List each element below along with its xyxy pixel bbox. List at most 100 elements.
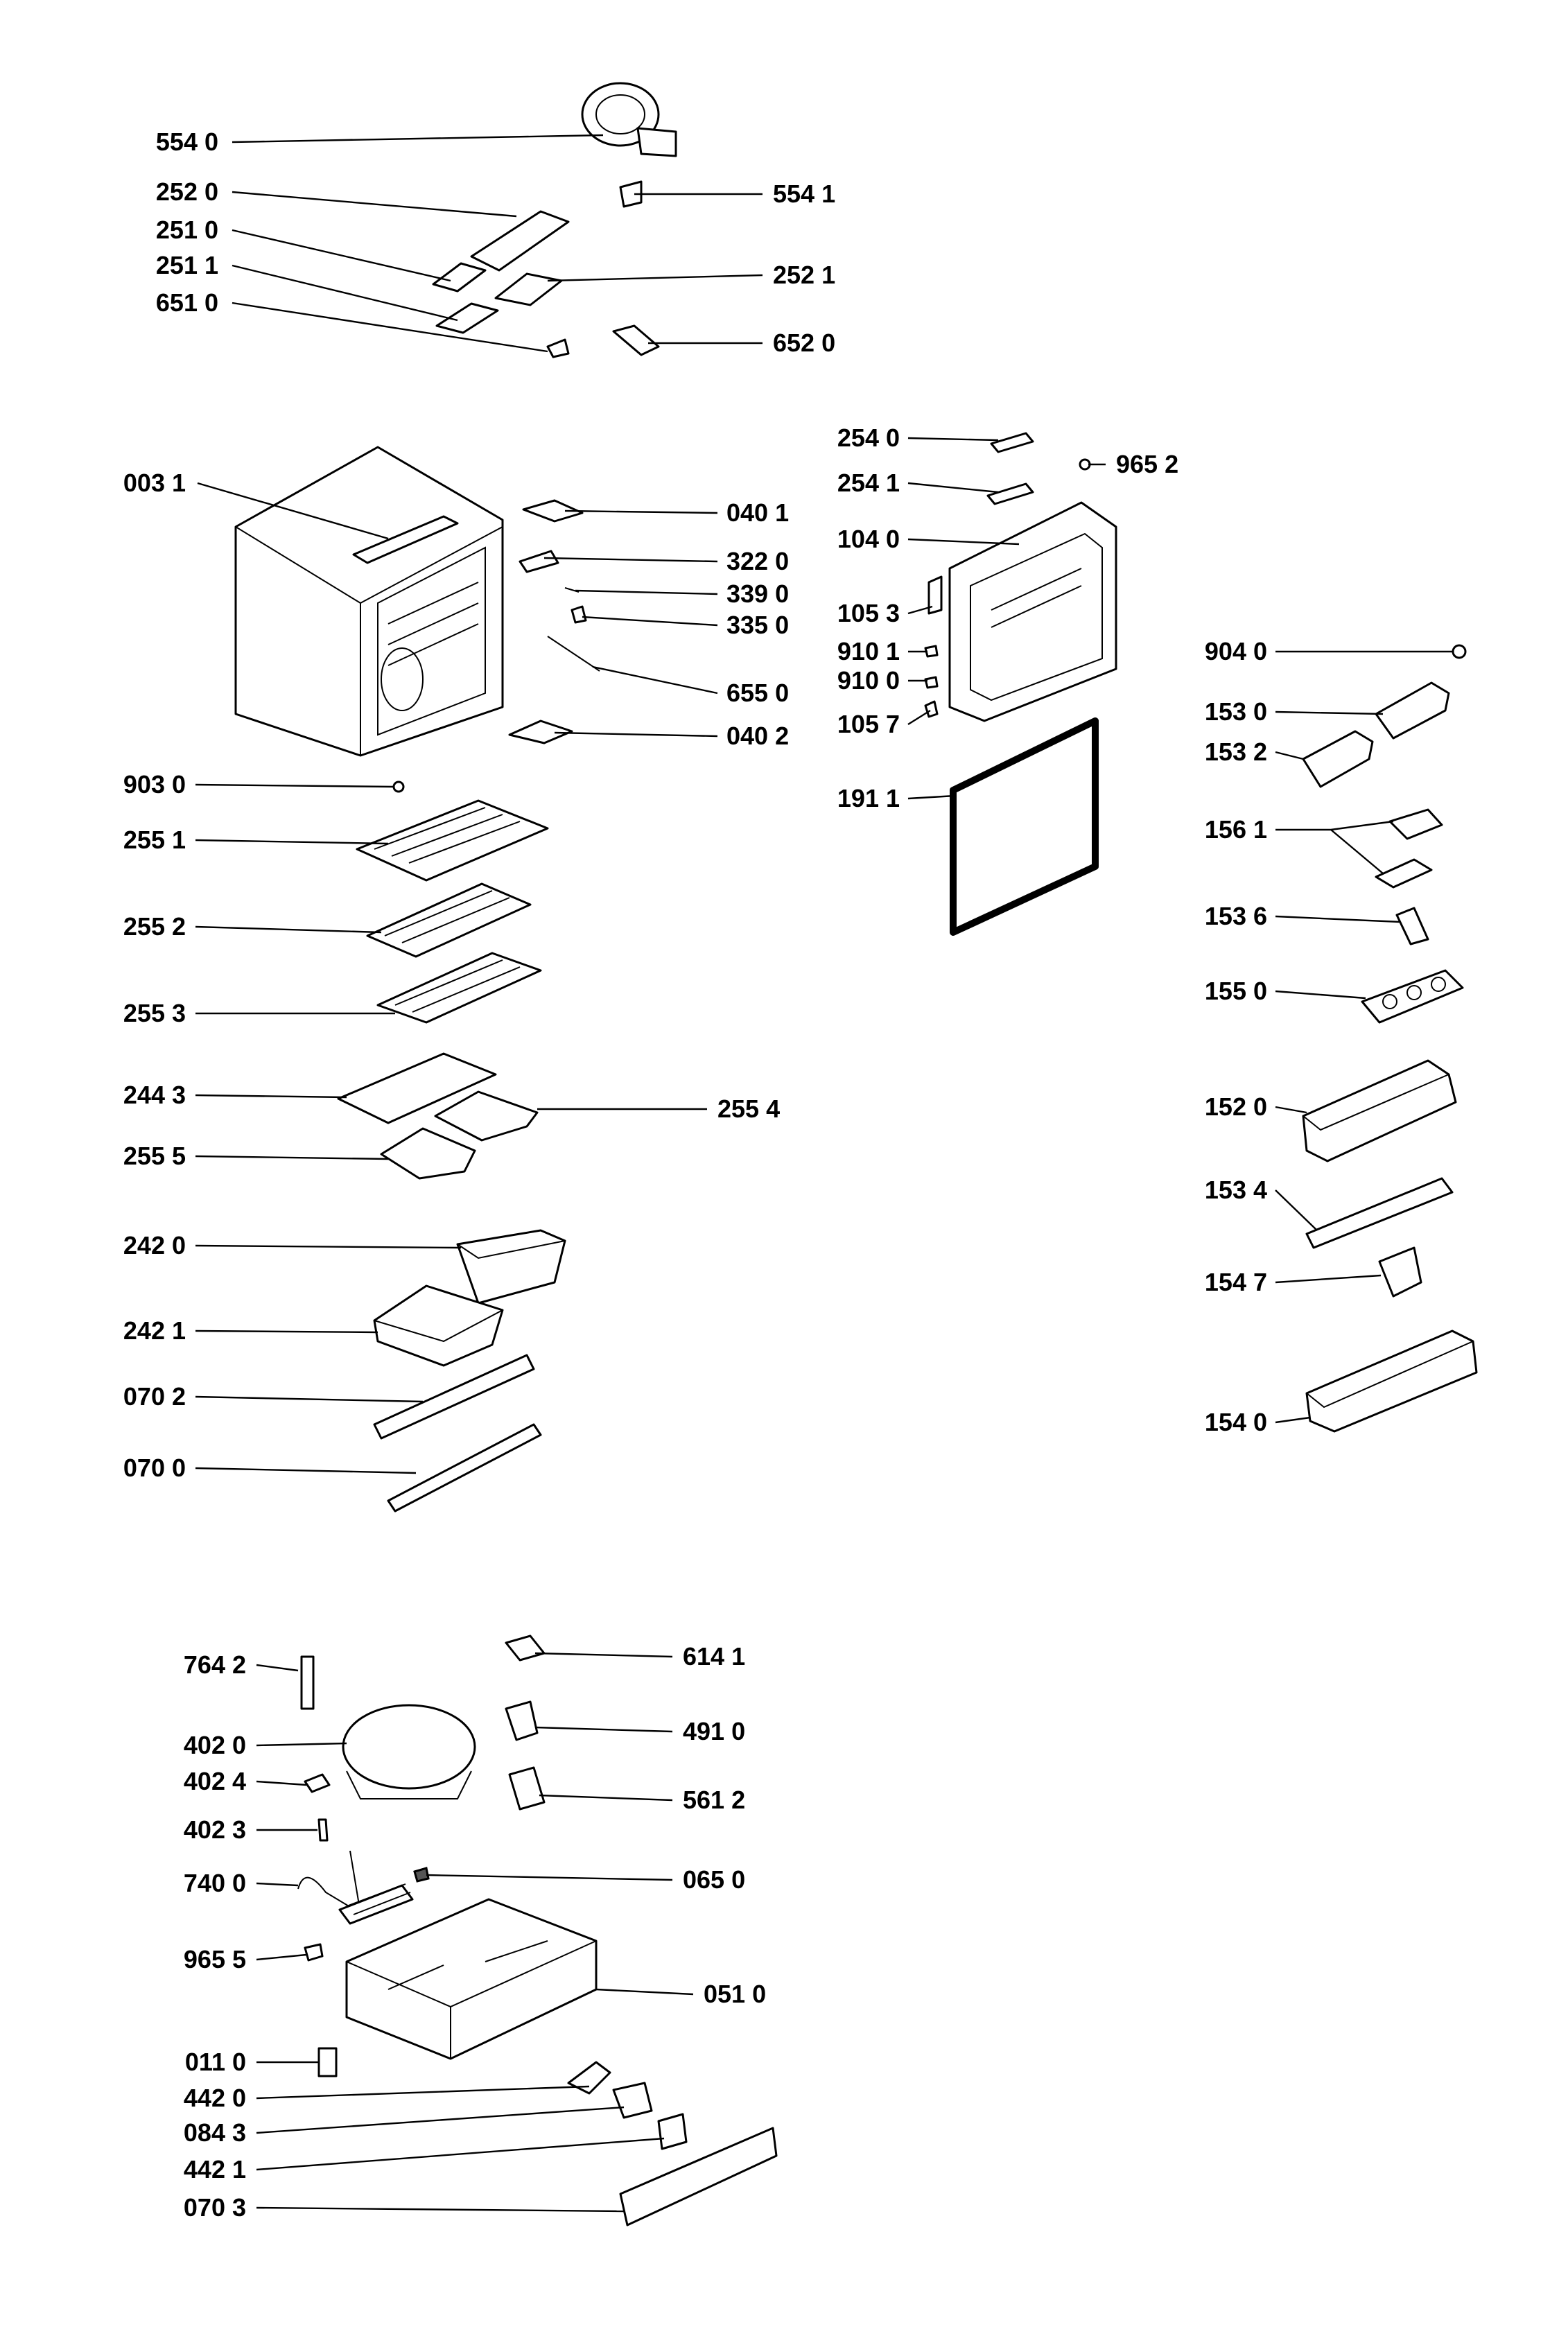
callout-2541: 254 1 [837, 469, 900, 497]
callout-1053: 105 3 [837, 599, 900, 627]
starter-part-4910 [505, 1700, 539, 1741]
callout-1547: 154 7 [1205, 1268, 1267, 1296]
bracket-part-2555 [380, 1127, 476, 1180]
callout-5541: 554 1 [773, 180, 835, 208]
callout-0650: 065 0 [683, 1865, 745, 1894]
drawer-part-2420 [456, 1229, 566, 1305]
screw-part-3350 [570, 605, 587, 624]
butter-box-part [1388, 808, 1443, 840]
callout-labels: 554 0 554 1 252 0 251 0 252 1 251 1 651 … [123, 128, 1267, 2222]
callout-3220: 322 0 [726, 547, 789, 575]
callout-1530: 153 0 [1205, 697, 1267, 726]
clip-part-5541 [619, 180, 643, 208]
callout-2421: 242 1 [123, 1316, 186, 1345]
door-gasket-part [950, 717, 1099, 936]
callout-3390: 339 0 [726, 579, 789, 608]
callout-1550: 155 0 [1205, 977, 1267, 1005]
part-drawings [234, 82, 1478, 2226]
lamp-housing-part [470, 210, 570, 272]
relay-part-6141 [505, 1635, 546, 1662]
callout-0510: 051 0 [704, 1980, 766, 2008]
callout-2520: 252 0 [156, 177, 218, 206]
callout-2511: 251 1 [156, 251, 218, 279]
callout-9040: 904 0 [1205, 637, 1267, 665]
cover-part-1530 [1375, 681, 1450, 740]
leader-lines [195, 134, 1453, 2213]
hinge-part-0402 [508, 720, 573, 744]
handle-part-2541 [986, 482, 1034, 505]
callout-9655: 965 5 [184, 1945, 246, 1973]
cover-part-1532 [1302, 730, 1374, 788]
callout-2521: 252 1 [773, 261, 835, 289]
fan-motor-part [581, 82, 677, 157]
callout-0843: 084 3 [184, 2118, 246, 2147]
callout-4023: 402 3 [184, 1815, 246, 1844]
bracket-part-2554 [434, 1090, 539, 1142]
callout-1536: 153 6 [1205, 902, 1267, 930]
callout-2555: 255 5 [123, 1142, 186, 1170]
handle-part-2540 [990, 432, 1034, 453]
callout-1911: 191 1 [837, 784, 900, 812]
callout-0703: 070 3 [184, 2193, 246, 2222]
butter-lid-part [1375, 858, 1433, 889]
shelf-part-2553 [376, 952, 542, 1024]
callout-7400: 740 0 [184, 1869, 246, 1897]
callout-6510: 651 0 [156, 288, 218, 317]
callout-0401: 040 1 [726, 498, 789, 527]
callout-1532: 153 2 [1205, 738, 1267, 766]
door-shelf-part-1540 [1305, 1330, 1478, 1433]
drawer-part-2421 [373, 1284, 504, 1367]
bracket-part-4023 [317, 1818, 329, 1842]
filter-drier-part [300, 1655, 315, 1710]
base-tray-part [345, 1898, 598, 2060]
door-part [948, 501, 1117, 722]
callout-0110: 011 0 [185, 2048, 246, 2076]
callout-4020: 402 0 [184, 1731, 246, 1759]
callout-9101: 910 1 [837, 637, 900, 665]
plate-part-3220 [519, 550, 559, 573]
cable-part-4420 [567, 2061, 611, 2095]
callout-5540: 554 0 [156, 128, 218, 156]
callout-1534: 153 4 [1205, 1176, 1267, 1204]
callout-2554: 255 4 [717, 1095, 780, 1123]
callout-4024: 402 4 [184, 1767, 246, 1795]
bottle-holder-part [1378, 1246, 1422, 1298]
callout-2553: 255 3 [123, 999, 186, 1027]
callout-0702: 070 2 [123, 1382, 186, 1411]
egg-tray-part [1361, 969, 1464, 1024]
callout-9100: 910 0 [837, 666, 900, 695]
callout-4420: 442 0 [184, 2084, 246, 2112]
trim-part-0702 [373, 1354, 535, 1440]
callout-6141: 614 1 [683, 1642, 745, 1671]
compressor-part [342, 1704, 476, 1799]
callout-4910: 491 0 [683, 1717, 745, 1745]
foot-part [317, 2047, 338, 2077]
callout-1561: 156 1 [1205, 815, 1267, 844]
clip-part-0650 [413, 1867, 430, 1883]
clip-part-4024 [304, 1773, 331, 1793]
glass-shelf-part [337, 1052, 497, 1124]
kickplate-part-0703 [619, 2127, 778, 2226]
rod-part-6550 [547, 636, 600, 672]
bracket-part-2511 [435, 302, 499, 334]
plug-part-9652 [1079, 458, 1091, 471]
callout-0031: 003 1 [123, 469, 186, 497]
rail-part-1534 [1305, 1177, 1454, 1249]
door-shelf-part-1520 [1302, 1059, 1457, 1162]
callout-2443: 244 3 [123, 1081, 186, 1109]
callout-9652: 965 2 [1116, 450, 1178, 478]
pin-part-1057 [924, 700, 939, 718]
condenser-part [297, 1850, 414, 1925]
callout-2551: 255 1 [123, 826, 186, 854]
callout-2540: 254 0 [837, 424, 900, 452]
callout-6550: 655 0 [726, 679, 789, 707]
callout-2552: 255 2 [123, 912, 186, 941]
callout-0402: 040 2 [726, 722, 789, 750]
screw-part-9101 [924, 645, 939, 658]
bulb-part [546, 338, 570, 358]
cabinet-part [234, 446, 504, 757]
shelf-part-2552 [366, 882, 532, 958]
callout-1540: 154 0 [1205, 1408, 1267, 1436]
callout-1040: 104 0 [837, 525, 900, 553]
